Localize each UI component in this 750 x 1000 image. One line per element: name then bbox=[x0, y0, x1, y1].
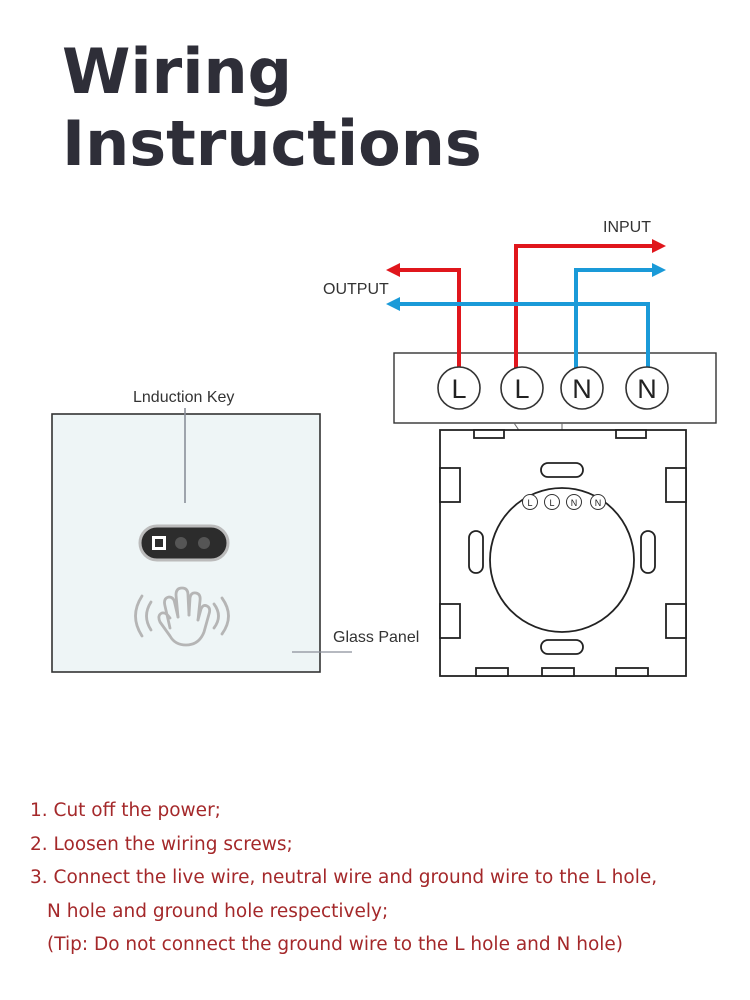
instruction-tip: (Tip: Do not connect the ground wire to … bbox=[47, 934, 624, 955]
neutral-output-wire bbox=[400, 302, 650, 370]
terminal-n-2 bbox=[625, 366, 669, 410]
glass-panel bbox=[51, 413, 321, 673]
inner-terminal-label: L bbox=[527, 498, 532, 508]
terminal-l-1 bbox=[437, 366, 481, 410]
instruction-step-2: 2. Loosen the wiring screws; bbox=[30, 833, 293, 855]
neutral-input-wire bbox=[574, 268, 652, 370]
instruction-step-1: 1. Cut off the power; bbox=[30, 800, 221, 821]
inner-terminals: L L N N bbox=[522, 494, 606, 510]
inner-terminal-label: N bbox=[595, 498, 602, 508]
induction-key bbox=[138, 524, 230, 562]
terminals: L L N N bbox=[437, 366, 669, 410]
output-label: OUTPUT bbox=[323, 281, 389, 298]
induction-key-label: Lnduction Key bbox=[133, 389, 235, 406]
glass-panel-label: Glass Panel bbox=[333, 629, 420, 646]
terminal-label: N bbox=[572, 374, 592, 404]
instructions: 1. Cut off the power; 2. Loosen the wiri… bbox=[30, 794, 730, 962]
arrowheads bbox=[386, 239, 666, 311]
instruction-step-3: 3. Connect the live wire, neutral wire a… bbox=[30, 867, 658, 888]
inner-terminal-label: L bbox=[549, 498, 554, 508]
inner-terminal-label: N bbox=[571, 498, 578, 508]
live-output-arrow bbox=[386, 263, 400, 277]
live-input-wire bbox=[514, 244, 652, 370]
instruction-step-3-continued: N hole and ground hole respectively; bbox=[47, 900, 389, 922]
input-label: INPUT bbox=[603, 219, 651, 236]
live-output-wire bbox=[400, 268, 461, 370]
hand-wave-icon bbox=[134, 586, 230, 647]
back-box bbox=[439, 429, 687, 677]
title-line-1: Wiring bbox=[62, 35, 292, 108]
title-line-2: Instructions bbox=[62, 107, 482, 180]
live-input-arrow bbox=[652, 239, 666, 253]
terminal-l-2 bbox=[500, 366, 544, 410]
wires bbox=[400, 244, 652, 370]
neutral-output-arrow bbox=[386, 297, 400, 311]
page-title: Wiring Instructions bbox=[62, 36, 482, 180]
terminal-n-1 bbox=[560, 366, 604, 410]
terminal-label: N bbox=[637, 374, 657, 404]
terminal-label: L bbox=[451, 374, 466, 404]
neutral-input-arrow bbox=[652, 263, 666, 277]
terminal-label: L bbox=[514, 374, 529, 404]
